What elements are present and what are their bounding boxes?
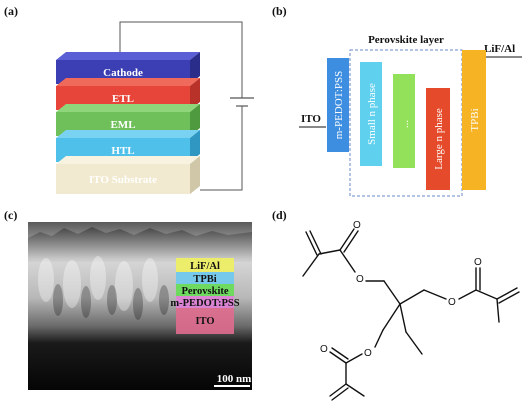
stack-layer-label: HTL	[111, 145, 134, 157]
ito-label: ITO	[301, 113, 321, 125]
oxygen-atom: O	[353, 220, 361, 231]
overlay-label: LiF/Al	[190, 261, 220, 272]
energy-bar-large-n: Large n phase	[426, 88, 450, 190]
energy-bar-small-n: Small n phase	[360, 62, 382, 166]
overlay-label: m-PEDOT:PSS	[170, 298, 239, 309]
energy-bar-label: m-PEDOT:PSS	[333, 71, 345, 140]
overlay-lif-al: LiF/Al	[176, 258, 234, 272]
device-stack: Cathode ETL EML HTL ITO Substrat	[56, 52, 200, 194]
energy-bar-label: Large n phase	[433, 108, 445, 170]
oxygen-atom: O	[320, 344, 328, 355]
stack-layer-label: Cathode	[103, 67, 143, 79]
energy-bar-middle: ...	[393, 74, 415, 168]
overlay-pedot: m-PEDOT:PSS	[170, 296, 240, 309]
panel-a-label: (a)	[4, 4, 18, 18]
overlay-label: ITO	[195, 316, 214, 327]
overlay-label: TPBi	[193, 274, 216, 285]
overlay-ito: ITO	[176, 308, 234, 334]
stack-layer-top	[56, 52, 200, 60]
chemical-structure: O O O O O O	[302, 220, 520, 401]
overlay-label: Perovskite	[181, 286, 228, 297]
panel-d-label: (d)	[272, 208, 287, 222]
scale-bar-label: 100 nm	[217, 373, 252, 385]
stack-layer-ito-substrate: ITO Substrate	[56, 156, 200, 194]
oxygen-atom: O	[364, 348, 372, 359]
lif-label: LiF/Al	[484, 43, 515, 55]
energy-bar-label: TPBi	[469, 108, 481, 131]
oxygen-atom: O	[474, 257, 482, 268]
stack-layer-label: EML	[110, 119, 135, 131]
panel-b-label: (b)	[272, 4, 287, 18]
circuit-wire	[119, 21, 254, 191]
overlay-perovskite: Perovskite	[176, 284, 234, 297]
energy-bar-pedot: m-PEDOT:PSS	[327, 58, 349, 152]
stack-layer-label: ITO Substrate	[89, 174, 157, 186]
oxygen-atom: O	[448, 297, 456, 308]
oxygen-atom: O	[356, 274, 364, 285]
scale-bar: 100 nm	[214, 373, 252, 387]
stack-layer-label: ETL	[112, 93, 134, 105]
perovskite-box-title: Perovskite layer	[368, 34, 444, 46]
overlay-tpbi: TPBi	[176, 272, 234, 285]
energy-bar-tpbi: TPBi	[462, 50, 486, 190]
energy-bar-label: Small n phase	[366, 83, 378, 145]
panel-c-label: (c)	[4, 208, 17, 222]
energy-bar-label: ...	[399, 120, 411, 129]
energy-bars: m-PEDOT:PSS Small n phase ... Large n ph…	[327, 50, 486, 190]
sem-overlays: LiF/Al TPBi Perovskite m-PEDOT:PSS ITO	[170, 258, 240, 334]
stack-layer-side	[190, 52, 200, 84]
